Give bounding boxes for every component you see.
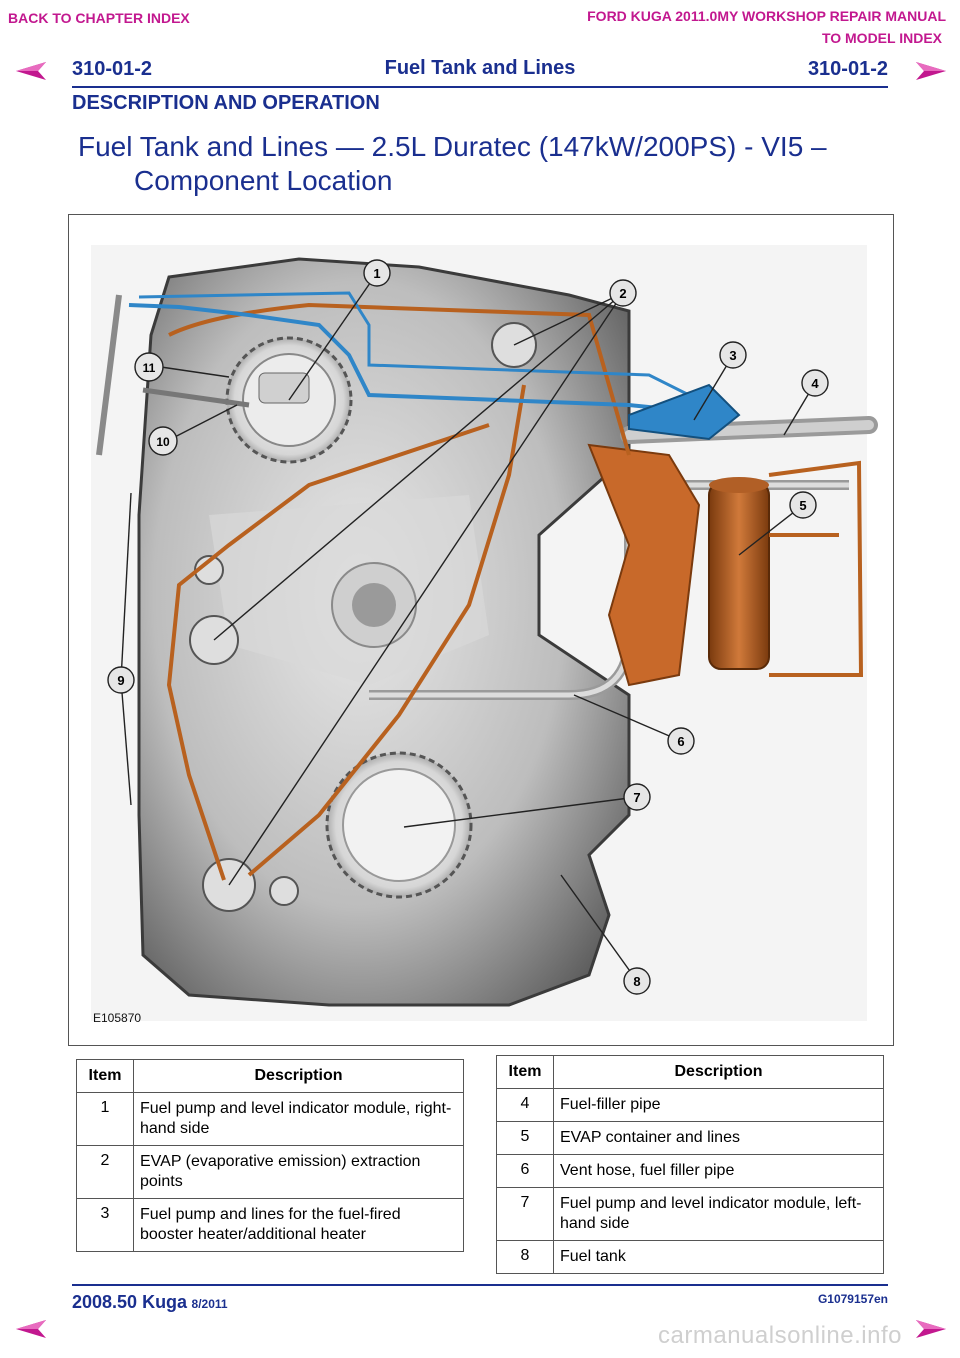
svg-text:3: 3 [729,348,736,363]
item-number: 1 [76,1092,134,1146]
item-number: 7 [496,1187,554,1241]
callout-9: 9 [107,666,135,694]
table-row: 5 EVAP container and lines [496,1121,884,1155]
callout-2: 2 [609,279,637,307]
previous-page-arrow-icon[interactable] [14,60,48,82]
next-page-arrow-icon[interactable] [914,1318,948,1340]
category-heading: DESCRIPTION AND OPERATION [72,92,380,114]
item-description: Fuel pump and level indicator module, le… [553,1187,884,1241]
footer-model-name: 2008.50 Kuga [72,1292,188,1312]
table-row: 3 Fuel pump and lines for the fuel-fired… [76,1198,464,1252]
component-location-figure: 1 2 3 4 5 6 7 8 [68,214,894,1046]
callout-6: 6 [667,727,695,755]
section-number-right: 310-01-2 [807,58,888,80]
item-number: 8 [496,1240,554,1274]
table-row: 7 Fuel pump and level indicator module, … [496,1187,884,1241]
callout-4: 4 [801,369,829,397]
page-title: Fuel Tank and Lines — 2.5L Duratec (147k… [78,130,898,198]
next-page-arrow-icon[interactable] [914,60,948,82]
table-header-description: Description [553,1055,884,1089]
footer-model: 2008.50 Kuga 8/2011 [72,1292,228,1313]
svg-text:8: 8 [633,974,640,989]
item-description: Fuel tank [553,1240,884,1274]
section-title: Fuel Tank and Lines [384,57,576,79]
item-description: Fuel pump and level indicator module, ri… [133,1092,464,1146]
item-description: Fuel pump and lines for the fuel-fired b… [133,1198,464,1252]
item-description: EVAP container and lines [553,1121,884,1155]
item-number: 5 [496,1121,554,1155]
section-number: 310-01-2 [72,58,153,80]
table-header-item: Item [496,1055,554,1089]
table-header-description: Description [133,1059,464,1093]
figure-id: E105870 [93,1011,142,1025]
item-number: 3 [76,1198,134,1252]
callout-8: 8 [623,967,651,995]
item-number: 4 [496,1088,554,1122]
svg-text:7: 7 [633,790,640,805]
table-row: 8 Fuel tank [496,1240,884,1274]
footer-doc-code: G1079157en [817,1292,888,1306]
item-number: 6 [496,1154,554,1188]
component-table-right: Item Description 4 Fuel-filler pipe 5 EV… [496,1055,884,1274]
table-row: 1 Fuel pump and level indicator module, … [76,1092,464,1146]
callout-11: 11 [134,352,164,382]
page-title-line-2: Component Location [134,165,393,196]
item-number: 2 [76,1145,134,1199]
callout-1: 1 [363,259,391,287]
callout-3: 3 [719,341,747,369]
svg-text:1: 1 [373,266,380,281]
table-row: 6 Vent hose, fuel filler pipe [496,1154,884,1188]
svg-text:2: 2 [619,286,626,301]
table-row: 2 EVAP (evaporative emission) extraction… [76,1145,464,1199]
callout-10: 10 [148,426,178,456]
component-table-left: Item Description 1 Fuel pump and level i… [76,1059,464,1252]
table-row: 4 Fuel-filler pipe [496,1088,884,1122]
back-to-chapter-index-link[interactable]: BACK TO CHAPTER INDEX [8,10,190,26]
watermark-text: carmanualsonline.info [658,1322,902,1349]
callout-7: 7 [623,783,651,811]
item-description: Fuel-filler pipe [553,1088,884,1122]
svg-text:10: 10 [156,435,170,449]
svg-text:9: 9 [117,673,124,688]
svg-text:11: 11 [143,361,156,375]
svg-text:5: 5 [799,498,806,513]
footer-rule [72,1284,888,1286]
item-description: EVAP (evaporative emission) extraction p… [133,1145,464,1199]
svg-text:4: 4 [811,376,819,391]
table-header-item: Item [76,1059,134,1093]
footer-date: 8/2011 [191,1297,228,1311]
previous-page-arrow-icon[interactable] [14,1318,48,1340]
manual-title-link[interactable]: FORD KUGA 2011.0MY WORKSHOP REPAIR MANUA… [587,8,946,24]
fuel-tank-illustration: 1 2 3 4 5 6 7 8 [91,245,878,1021]
to-model-index-link[interactable]: TO MODEL INDEX [821,30,942,46]
item-description: Vent hose, fuel filler pipe [553,1154,884,1188]
callout-5: 5 [789,491,817,519]
page-title-line-1: Fuel Tank and Lines — 2.5L Duratec (147k… [78,131,827,162]
header-rule [72,86,888,88]
svg-text:6: 6 [677,734,684,749]
